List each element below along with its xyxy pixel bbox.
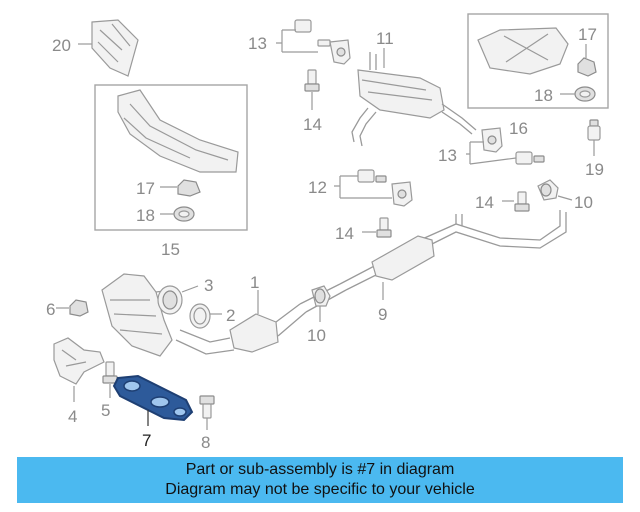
callout-14c[interactable]: 14 [335, 224, 354, 243]
part-3-gasket-ring[interactable] [157, 285, 183, 315]
part-18a-grommet[interactable] [574, 86, 596, 102]
part-17b-nut[interactable] [177, 179, 201, 197]
callout-14a[interactable]: 14 [303, 115, 322, 134]
callout-19[interactable]: 19 [585, 160, 604, 179]
part-14-middle-bolt[interactable] [376, 217, 392, 238]
part-15-heat-shield[interactable] [117, 89, 239, 173]
callout-1[interactable]: 1 [250, 273, 259, 292]
callout-18a[interactable]: 18 [534, 86, 553, 105]
banner-line-part-number: Part or sub-assembly is #7 in diagram [185, 461, 455, 478]
part-13-upper-rubber-mount[interactable] [329, 39, 351, 65]
callout-4[interactable]: 4 [68, 407, 77, 426]
callout-6[interactable]: 6 [46, 300, 55, 319]
part-20-heat-shield[interactable] [91, 19, 139, 77]
callout-11[interactable]: 11 [376, 29, 394, 48]
turbo-converter-assembly [101, 273, 177, 357]
leader-3 [181, 285, 199, 293]
callout-8[interactable]: 8 [201, 433, 210, 452]
part-2-gasket[interactable] [189, 303, 211, 329]
leader-12 [334, 175, 392, 199]
part-1-front-pipe-converter[interactable] [175, 303, 307, 355]
part-18b-grommet[interactable] [173, 206, 195, 222]
callout-17b[interactable]: 17 [136, 179, 155, 198]
part-7-bracket-highlighted[interactable] [112, 374, 194, 422]
part-16-heat-shield[interactable] [477, 27, 569, 75]
callout-10a[interactable]: 10 [574, 193, 593, 212]
callout-7[interactable]: 7 [142, 431, 151, 450]
callout-14b[interactable]: 14 [475, 193, 494, 212]
callout-15[interactable]: 15 [161, 240, 180, 259]
callout-16[interactable]: 16 [509, 119, 528, 138]
box-16 [467, 13, 609, 109]
callout-9[interactable]: 9 [378, 305, 387, 324]
part-4-bracket[interactable] [53, 337, 105, 385]
part-17a-nut[interactable] [577, 57, 597, 77]
info-banner: Part or sub-assembly is #7 in diagram Di… [17, 457, 623, 503]
part-13-middle-rubber-mount[interactable] [481, 127, 503, 153]
part-10-lower-clamp[interactable] [311, 285, 331, 307]
part-5-bolt[interactable] [102, 361, 118, 384]
callout-13b[interactable]: 13 [438, 146, 457, 165]
part-8-bolt[interactable] [199, 395, 215, 419]
part-9-center-muffler-pipe[interactable] [299, 210, 567, 313]
callout-12[interactable]: 12 [308, 178, 327, 197]
leader-10a [557, 195, 573, 201]
part-14-right-bolt[interactable] [514, 191, 530, 212]
callout-13a[interactable]: 13 [248, 34, 267, 53]
callout-17a[interactable]: 17 [578, 25, 597, 44]
part-10-right-clamp[interactable] [537, 179, 559, 201]
banner-line-disclaimer: Diagram may not be specific to your vehi… [165, 481, 475, 498]
part-14-top-bolt[interactable] [304, 69, 320, 92]
part-13-middle-clip[interactable] [515, 151, 545, 165]
leader-13a [276, 29, 318, 53]
callout-3[interactable]: 3 [204, 276, 213, 295]
callout-18b[interactable]: 18 [136, 206, 155, 225]
part-12-rubber-mount[interactable] [391, 181, 413, 207]
part-12-clip[interactable] [357, 169, 387, 183]
callout-10b[interactable]: 10 [307, 326, 326, 345]
box-15 [94, 84, 248, 231]
callout-5[interactable]: 5 [101, 401, 110, 420]
callout-20[interactable]: 20 [52, 36, 71, 55]
leader-13b [466, 141, 517, 165]
exhaust-parts-diagram: 20 13 14 11 17 18 16 [46, 13, 609, 452]
callout-2[interactable]: 2 [226, 306, 235, 325]
part-11-rear-muffler[interactable] [351, 52, 477, 147]
part-13-upper-clip[interactable] [294, 19, 331, 47]
part-19-stud[interactable] [587, 119, 601, 141]
part-6-nut[interactable] [69, 299, 89, 317]
